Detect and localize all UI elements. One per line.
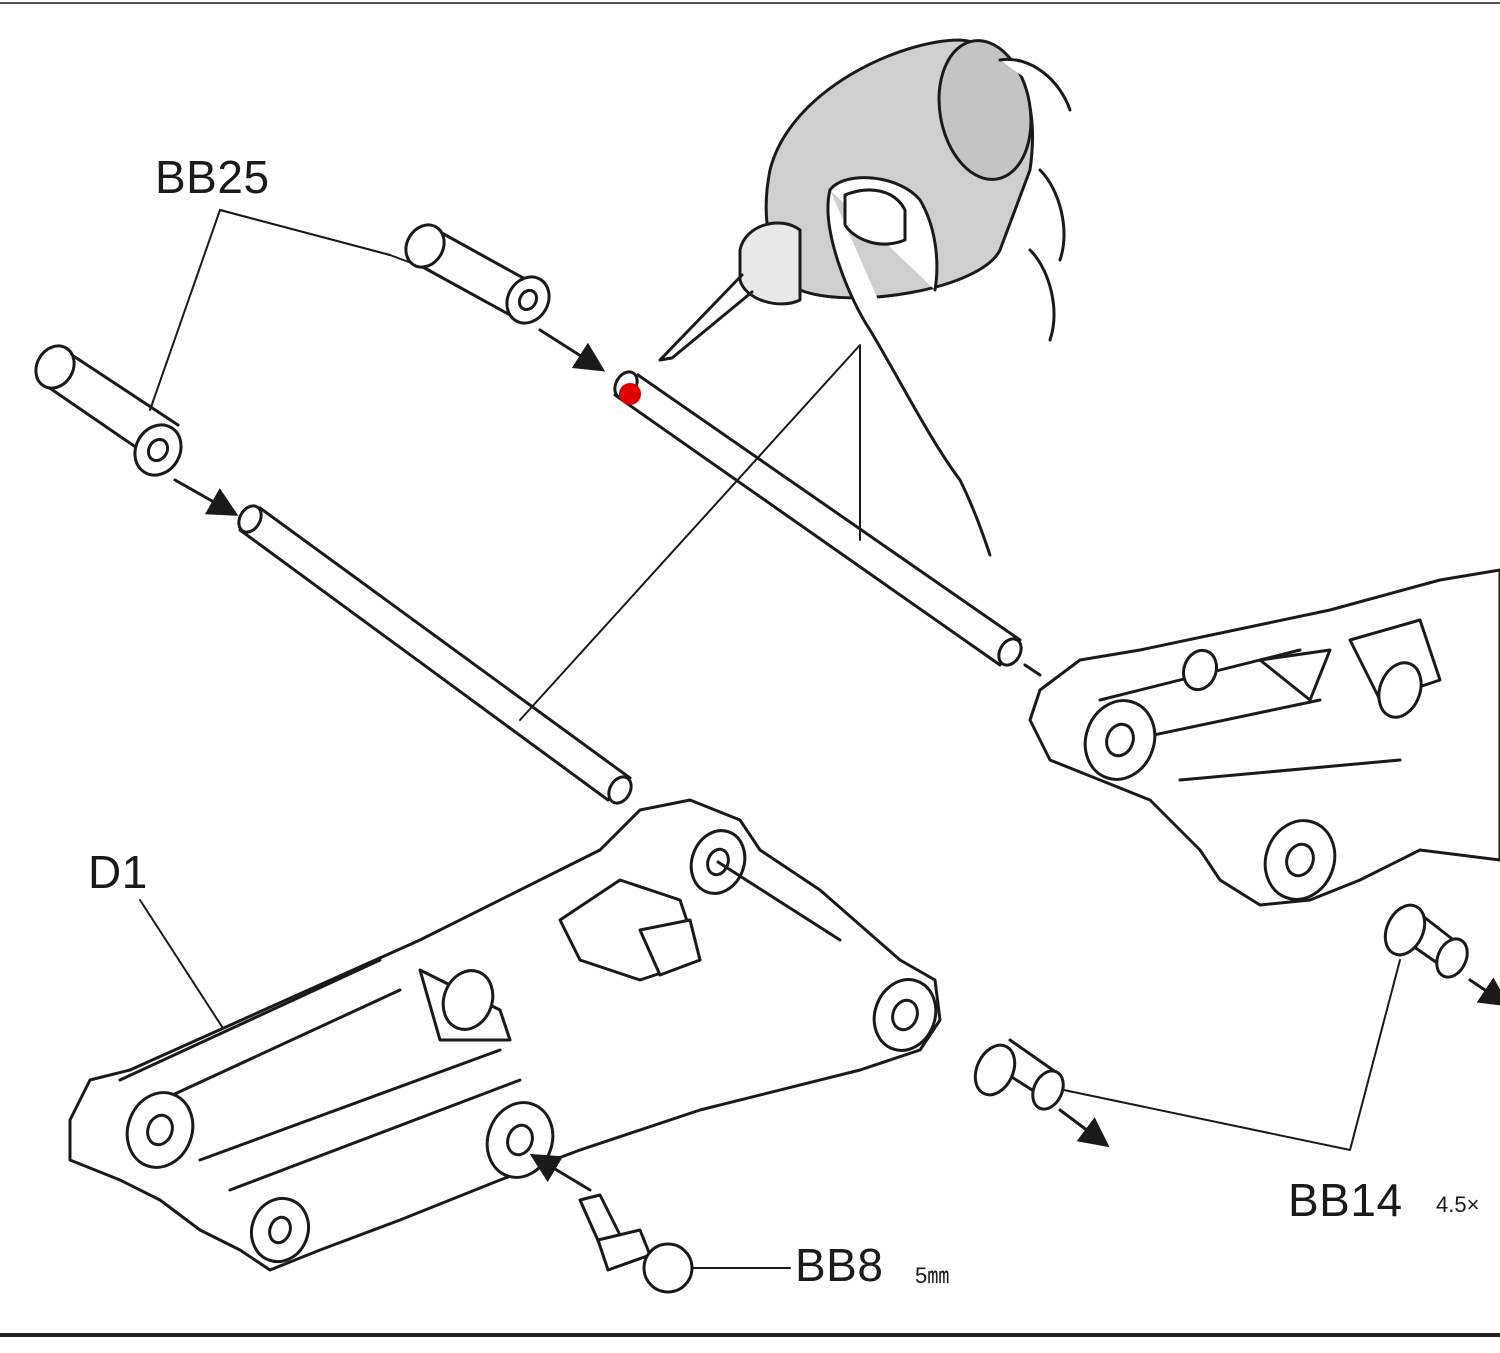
ball-stud [529, 1153, 694, 1294]
suspension-arm-right [1028, 568, 1500, 907]
label-bb8-size: 5㎜ [915, 1263, 950, 1288]
label-bb14-size: 4.5× [1436, 1192, 1480, 1217]
label-d1: D1 [88, 846, 148, 898]
lower-shaft [237, 504, 633, 805]
label-bb8: BB8 [795, 1239, 884, 1291]
hand [826, 57, 1072, 557]
glue-point-marker [619, 383, 641, 405]
bushing-lower [973, 1038, 1110, 1148]
top-border [0, 2, 1500, 4]
collar-lower [34, 344, 239, 516]
collar-upper [404, 223, 606, 372]
suspension-arm-left [68, 798, 942, 1272]
bottom-border [0, 1333, 1500, 1337]
bushing-right [1383, 903, 1500, 1007]
label-bb25: BB25 [155, 151, 270, 203]
label-bb14: BB14 [1288, 1174, 1403, 1226]
